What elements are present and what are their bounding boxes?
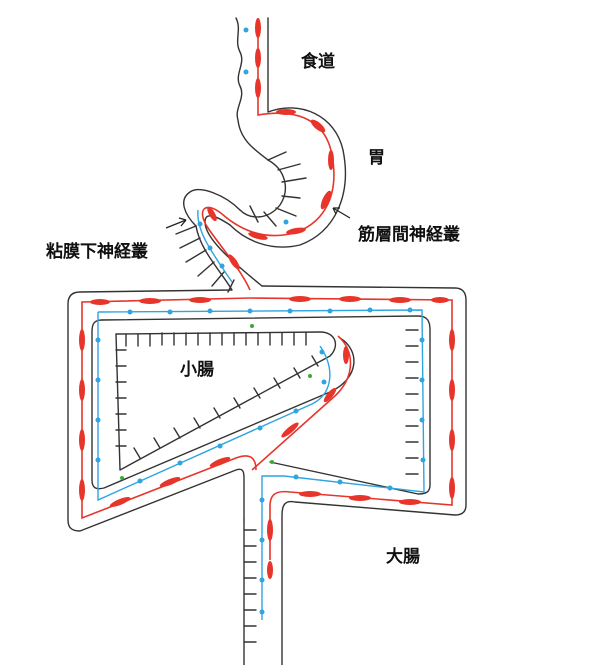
label-large-intestine: 大腸 <box>386 547 420 567</box>
label-myenteric-plexus: 筋層間神経叢 <box>358 225 460 245</box>
muscle-layer <box>79 18 455 579</box>
label-esophagus: 食道 <box>301 52 335 72</box>
gut-wall-outline <box>67 17 467 665</box>
submucosal-arrow <box>165 219 187 229</box>
label-submucosal-plexus: 粘膜下神経叢 <box>46 242 148 262</box>
label-small-intestine: 小腸 <box>180 360 214 380</box>
submucosal-arrow-head <box>178 217 187 227</box>
label-stomach: 胃 <box>368 148 385 168</box>
myenteric-arrow-head <box>332 207 340 215</box>
green-dots <box>120 324 312 480</box>
label-arrows <box>165 207 351 229</box>
submucosal-layer <box>95 27 426 620</box>
myenteric-arrow <box>332 207 351 219</box>
